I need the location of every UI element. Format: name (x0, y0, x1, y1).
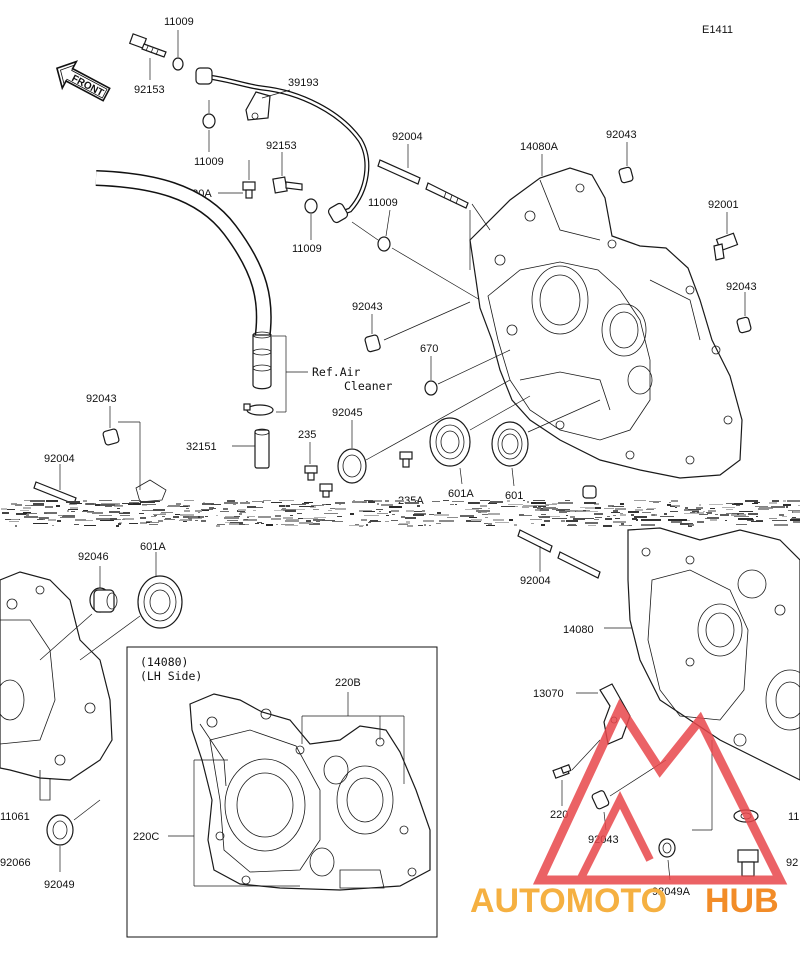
bolt-220-icon (552, 764, 572, 779)
washer-11009-c-icon (304, 198, 318, 214)
label-220B: 220B (335, 677, 361, 689)
drain-plug-92-edge-icon (737, 849, 759, 877)
label-14080A: 14080A (520, 141, 559, 153)
label-92001: 92001 (708, 199, 739, 211)
seal-92049-icon (46, 814, 74, 846)
dowel-92043-b-icon (736, 316, 752, 334)
label-92004-a: 92004 (392, 131, 423, 143)
watermark-text-a: AUTOMOTO (470, 882, 667, 920)
label-92049: 92049 (44, 879, 75, 891)
watermark-text-b: HUB (705, 882, 779, 920)
label-92004-c: 92004 (520, 575, 551, 587)
dowel-92043-f-icon (591, 790, 610, 810)
label-11009-c: 11009 (292, 243, 322, 255)
washer-11009-d-icon (377, 236, 391, 252)
front-arrow-icon: FRONT (55, 60, 111, 102)
hose-clamp-icon (243, 403, 274, 416)
label-92045: 92045 (332, 407, 363, 419)
label-92043-d: 92043 (86, 393, 117, 405)
label-92153-b: 92153 (266, 140, 297, 152)
label-39193: 39193 (288, 77, 319, 89)
label-11-edge: 11 (788, 811, 799, 823)
label-11009-d: 11009 (368, 197, 398, 209)
label-220: 220 (550, 809, 568, 821)
inset-box (126, 646, 438, 938)
bearing-601A-top-icon (429, 417, 471, 467)
dowel-92043-d-icon (582, 485, 597, 499)
label-92049A: 92049A (652, 886, 691, 898)
label-601: 601 (505, 490, 523, 502)
label-32151: 32151 (186, 441, 217, 453)
oil-seal-92045-icon (337, 448, 367, 484)
label-601A-b: 601A (140, 541, 166, 553)
bearing-601A-bottom-icon (137, 575, 183, 629)
o-ring-670-icon (424, 380, 438, 396)
label-14080: 14080 (563, 624, 594, 636)
label-92043-b: 92043 (726, 281, 757, 293)
crankcase-left-icon (0, 571, 113, 801)
automotohub-logo-icon (532, 698, 788, 885)
bearing-601-icon (491, 421, 529, 467)
bolt-220A-icon (242, 181, 256, 199)
label-220C: 220C (133, 831, 159, 843)
dowel-92043-c-icon (364, 334, 381, 353)
label-92066: 92066 (0, 857, 31, 869)
label-13070: 13070 (533, 688, 564, 700)
washer-11009-b-icon (202, 113, 216, 129)
inset-title-line-2: (LH Side) (140, 669, 202, 683)
stud-92004-bottom-icon (517, 529, 601, 579)
diagram-code: E1411 (702, 24, 733, 36)
washer-11009-a-icon (172, 57, 184, 71)
label-235: 235 (298, 429, 316, 441)
label-92004-b: 92004 (44, 453, 75, 465)
bolt-92001-icon (713, 232, 739, 261)
bolt-92153-top-icon (128, 33, 167, 58)
label-670: 670 (420, 343, 438, 355)
screw-235-b-icon (319, 483, 333, 498)
screw-235A-icon (399, 451, 413, 468)
label-11009-b: 11009 (194, 156, 224, 168)
inset-title-line-1: (14080) (140, 655, 188, 669)
ref-air-cleaner-line-2: Cleaner (344, 379, 393, 393)
oil-pipe-39193-icon (195, 67, 370, 224)
dowel-92043-a-icon (618, 166, 634, 184)
label-92046: 92046 (78, 551, 109, 563)
label-601A-a: 601A (448, 488, 474, 500)
label-92153-a: 92153 (134, 84, 165, 96)
pipe-32151-icon (254, 428, 270, 469)
bolt-92153-mid-icon (272, 176, 303, 194)
needle-bearing-92046-icon (89, 587, 118, 613)
ref-air-cleaner-line-1: Ref.Air (312, 365, 361, 379)
stud-92004-top-icon (377, 159, 469, 209)
breather-hose-icon (95, 170, 272, 390)
crankcase-14080-lh-icon (189, 693, 431, 891)
scan-noise-band (1, 500, 800, 527)
label-11061: 11061 (0, 811, 30, 823)
label-92043-a: 92043 (606, 129, 637, 141)
crankcase-14080A-icon (469, 167, 743, 479)
label-11009-a: 11009 (164, 16, 194, 28)
washer-92049A-icon (658, 838, 676, 858)
label-92-edge: 92 (786, 857, 798, 869)
dowel-92043-e-icon (102, 428, 120, 446)
screw-235-icon (304, 465, 318, 481)
label-92043-c: 92043 (352, 301, 383, 313)
crankcase-14080-icon (627, 527, 800, 781)
